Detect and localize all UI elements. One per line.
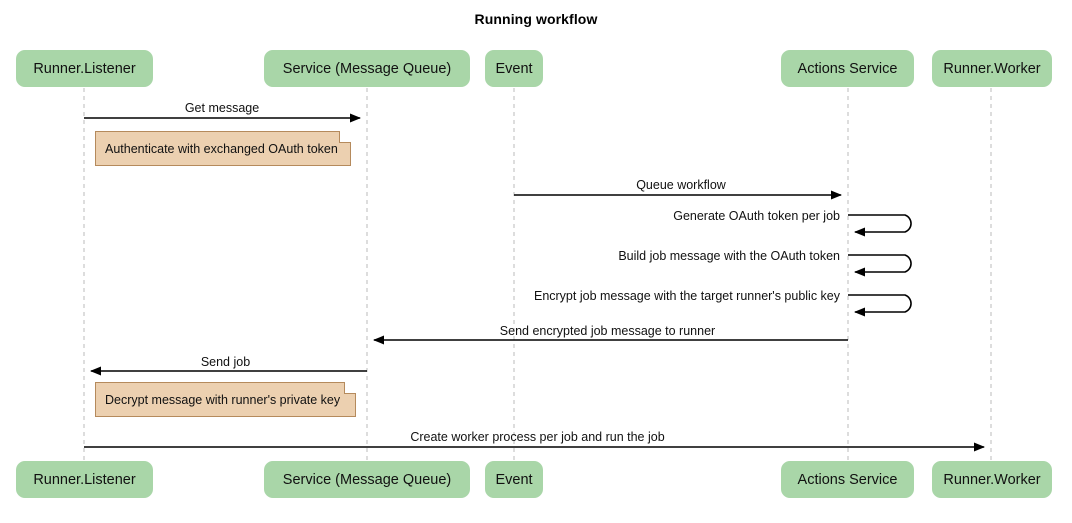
message-text: Send job <box>200 355 251 369</box>
self-loop-generate-token <box>848 214 912 237</box>
participant-runner-listener-top[interactable]: Runner.Listener <box>16 50 153 87</box>
participant-event-top[interactable]: Event <box>485 50 543 87</box>
participant-runner-listener-bottom[interactable]: Runner.Listener <box>16 461 153 498</box>
self-loop-build-job-message <box>848 254 912 277</box>
note-authenticate: Authenticate with exchanged OAuth token <box>95 131 351 166</box>
message-label-build-job-message: Build job message with the OAuth token <box>448 249 840 264</box>
page-title: Running workflow <box>474 11 598 27</box>
message-label-create-worker: Create worker process per job and run th… <box>84 430 991 445</box>
message-label-queue-workflow: Queue workflow <box>514 178 848 193</box>
message-arrows <box>84 113 985 452</box>
participant-service-mq-bottom[interactable]: Service (Message Queue) <box>264 461 470 498</box>
message-label-send-job: Send job <box>84 355 367 370</box>
participant-event-bottom[interactable]: Event <box>485 461 543 498</box>
note-fold-corner-icon <box>339 131 351 143</box>
message-text: Create worker process per job and run th… <box>410 430 665 444</box>
lifelines <box>83 88 992 461</box>
participant-label: Event <box>495 60 533 77</box>
participant-label: Runner.Worker <box>943 471 1041 488</box>
message-text: Encrypt job message with the target runn… <box>533 289 840 303</box>
participant-label: Actions Service <box>797 471 898 488</box>
note-fold-corner-icon <box>344 382 356 394</box>
message-text: Send encrypted job message to runner <box>499 324 716 338</box>
self-loop-encrypt-job <box>848 294 912 317</box>
note-text: Authenticate with exchanged OAuth token <box>105 141 338 156</box>
message-label-generate-token: Generate OAuth token per job <box>448 209 840 224</box>
message-text: Queue workflow <box>636 178 726 192</box>
participant-label: Event <box>495 471 533 488</box>
participant-label: Actions Service <box>797 60 898 77</box>
self-loops <box>848 214 912 317</box>
participant-label: Service (Message Queue) <box>282 471 452 488</box>
participant-runner-worker-bottom[interactable]: Runner.Worker <box>932 461 1052 498</box>
message-label-get-message: Get message <box>84 101 360 116</box>
message-text: Build job message with the OAuth token <box>618 249 840 263</box>
participant-service-mq-top[interactable]: Service (Message Queue) <box>264 50 470 87</box>
note-decrypt: Decrypt message with runner's private ke… <box>95 382 356 417</box>
participant-label: Runner.Worker <box>943 60 1041 77</box>
note-text: Decrypt message with runner's private ke… <box>105 392 341 407</box>
message-text: Get message <box>184 101 260 115</box>
message-label-encrypt-job: Encrypt job message with the target runn… <box>448 289 840 304</box>
participant-actions-service-bottom[interactable]: Actions Service <box>781 461 914 498</box>
participant-label: Runner.Listener <box>33 471 136 488</box>
message-label-send-encrypted: Send encrypted job message to runner <box>367 324 848 339</box>
participant-runner-worker-top[interactable]: Runner.Worker <box>932 50 1052 87</box>
participant-actions-service-top[interactable]: Actions Service <box>781 50 914 87</box>
participant-label: Runner.Listener <box>33 60 136 77</box>
participant-label: Service (Message Queue) <box>282 60 452 77</box>
message-text: Generate OAuth token per job <box>673 209 840 223</box>
